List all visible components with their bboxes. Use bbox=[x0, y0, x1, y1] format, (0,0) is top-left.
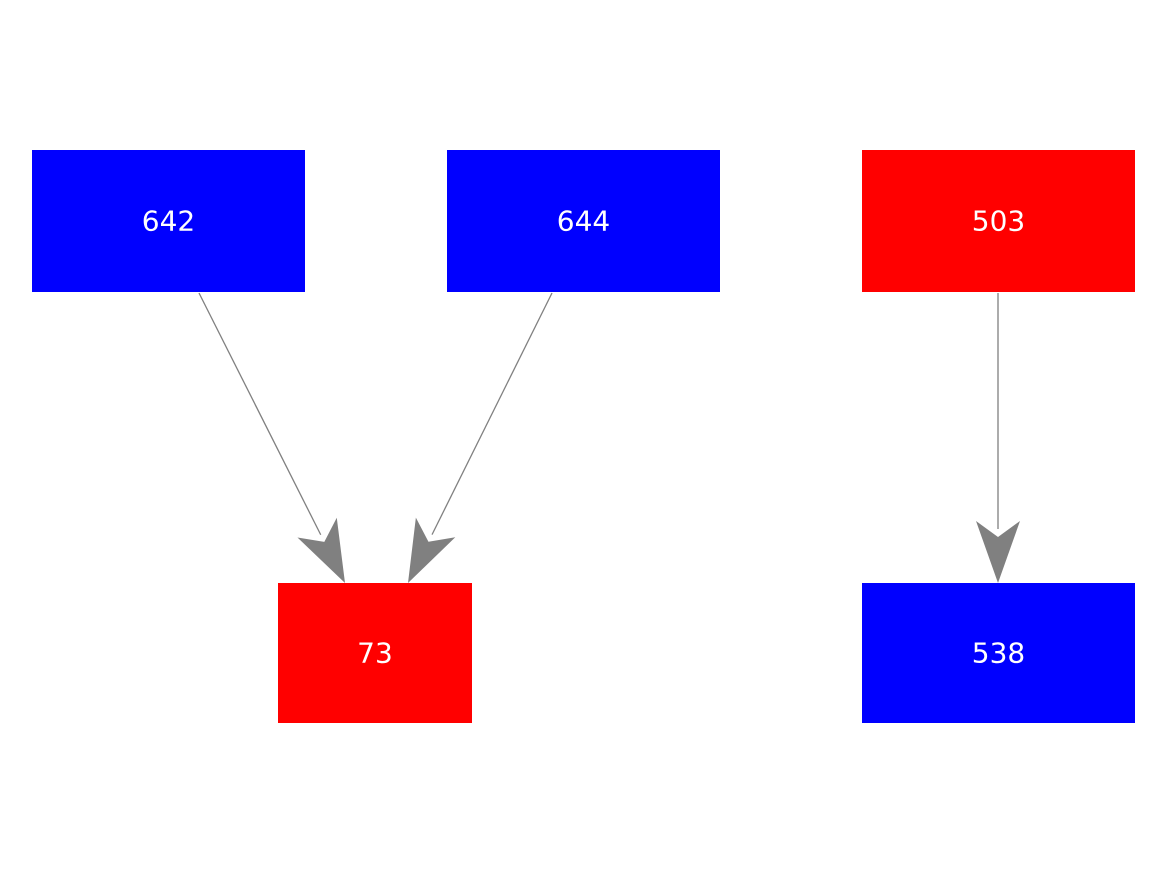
node-73-box[interactable] bbox=[278, 583, 472, 723]
edges-layer bbox=[198, 292, 1020, 583]
node-644-box[interactable] bbox=[447, 150, 720, 292]
edge-644-73[interactable] bbox=[408, 292, 553, 583]
edge-642-73-arrowhead bbox=[297, 517, 345, 583]
edge-642-73-line bbox=[198, 292, 322, 536]
node-538[interactable]: 538 bbox=[862, 583, 1135, 723]
edge-503-538[interactable] bbox=[976, 293, 1020, 583]
node-73[interactable]: 73 bbox=[278, 583, 472, 723]
edge-642-73[interactable] bbox=[198, 292, 345, 583]
nodes-layer: 642 644 503 73 538 bbox=[32, 150, 1135, 723]
edge-503-538-arrowhead bbox=[976, 521, 1020, 583]
node-538-box[interactable] bbox=[862, 583, 1135, 723]
edge-644-73-line bbox=[431, 292, 553, 535]
node-503[interactable]: 503 bbox=[862, 150, 1135, 292]
node-642[interactable]: 642 bbox=[32, 150, 305, 292]
node-503-box[interactable] bbox=[862, 150, 1135, 292]
edge-644-73-arrowhead bbox=[408, 517, 456, 583]
node-642-box[interactable] bbox=[32, 150, 305, 292]
node-644[interactable]: 644 bbox=[447, 150, 720, 292]
